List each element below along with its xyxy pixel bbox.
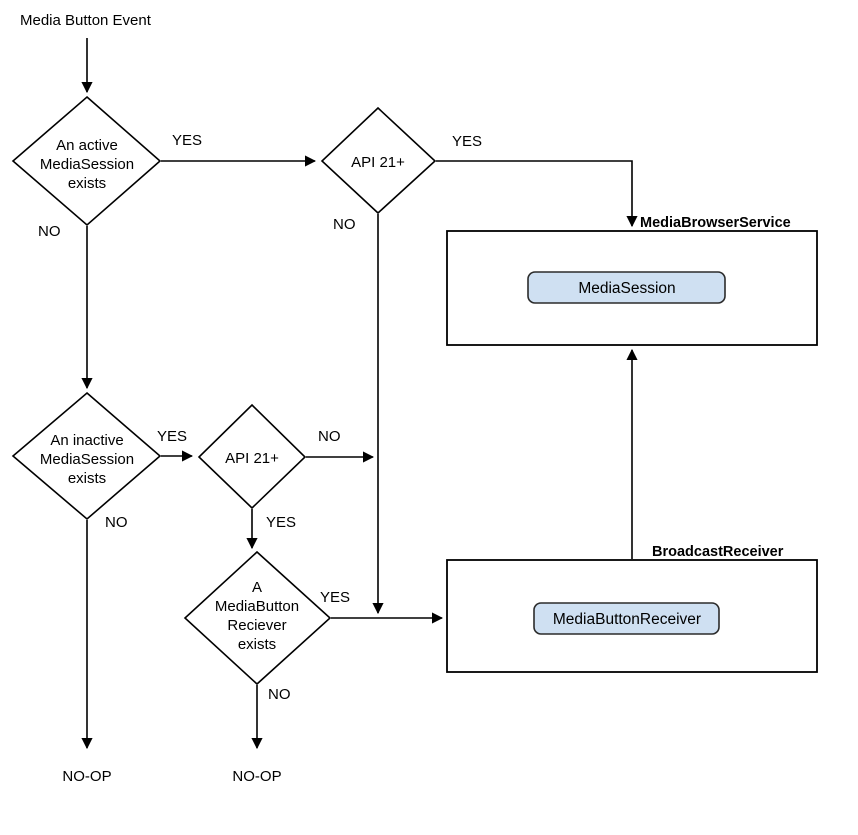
decision-media-button-receiver-line-3: Reciever — [227, 617, 286, 634]
edge-label-active-session-no: NO — [38, 223, 61, 240]
start-label: Media Button Event — [20, 12, 152, 29]
decision-api-21-bottom — [197, 403, 307, 510]
decision-media-button-receiver-exists — [183, 550, 332, 686]
terminal-no-op-right: NO-OP — [232, 768, 281, 785]
decision-active-media-session — [11, 95, 162, 227]
edge-label-api-21-bottom-no: NO — [318, 428, 341, 445]
decision-media-button-receiver-line-1: A — [252, 579, 262, 596]
edge-label-api-21-top-no: NO — [333, 216, 356, 233]
edge-label-api-21-top-yes: YES — [452, 133, 482, 150]
decision-inactive-media-session — [11, 391, 162, 521]
media-browser-service-title: MediaBrowserService — [640, 215, 791, 231]
media-session-node[interactable] — [527, 271, 726, 304]
decision-inactive-media-session-line-1: An inactive — [50, 432, 123, 449]
decision-api-21-top — [320, 106, 437, 215]
media-button-receiver-node-label: MediaButtonReceiver — [553, 611, 701, 628]
edge-label-media-button-receiver-yes: YES — [320, 589, 350, 606]
edge-label-media-button-receiver-no: NO — [268, 686, 291, 703]
media-session-node-label: MediaSession — [578, 280, 675, 297]
decision-media-button-receiver-line-4: exists — [238, 636, 276, 653]
edge-label-inactive-session-yes: YES — [157, 428, 187, 445]
edge-label-inactive-session-no: NO — [105, 514, 128, 531]
decision-api-21-top-label: API 21+ — [351, 154, 405, 171]
decision-inactive-media-session-line-3: exists — [68, 470, 106, 487]
media-button-receiver-node[interactable] — [533, 602, 720, 635]
decision-inactive-media-session-line-2: MediaSession — [40, 451, 134, 468]
edge-label-api-21-bottom-yes: YES — [266, 514, 296, 531]
edge-api-21-top-yes — [436, 160, 638, 228]
decision-active-media-session-line-3: exists — [68, 175, 106, 192]
decision-media-button-receiver-line-2: MediaButton — [215, 598, 299, 615]
terminal-no-op-left: NO-OP — [62, 768, 111, 785]
broadcast-receiver-title: BroadcastReceiver — [652, 544, 784, 560]
decision-active-media-session-line-2: MediaSession — [40, 156, 134, 173]
decision-active-media-session-line-1: An active — [56, 137, 118, 154]
edge-label-active-session-yes: YES — [172, 132, 202, 149]
decision-api-21-bottom-label: API 21+ — [225, 450, 279, 467]
